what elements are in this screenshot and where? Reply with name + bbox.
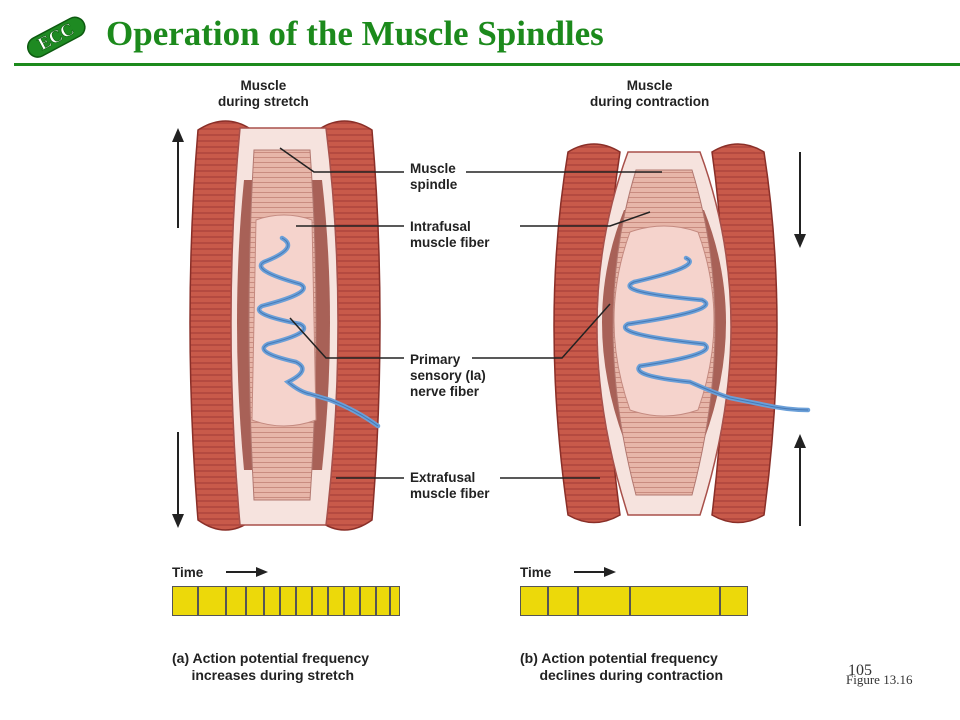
spike: [359, 587, 361, 615]
panel-b-title: Muscle during contraction: [590, 78, 710, 109]
spike: [197, 587, 199, 615]
spike: [389, 587, 391, 615]
spike: [577, 587, 579, 615]
caption-a: (a) Action potential frequency increases…: [172, 650, 370, 683]
page-title: Operation of the Muscle Spindles: [106, 14, 604, 53]
label-primary-sensory-fiber: Primary sensory (Ia) nerve fiber: [410, 352, 486, 399]
page-number: 105: [848, 662, 872, 679]
spike: [327, 587, 329, 615]
label-extrafusal-fiber: Extrafusal muscle fiber: [410, 470, 490, 501]
spike: [719, 587, 721, 615]
time-arrows: [226, 567, 616, 577]
action-potential-trace-a: [172, 586, 400, 616]
caption-b: (b) Action potential frequency declines …: [520, 650, 724, 683]
spike: [343, 587, 345, 615]
spike: [263, 587, 265, 615]
spike: [225, 587, 227, 615]
muscle-spindle-diagram: [172, 120, 811, 577]
spike: [311, 587, 313, 615]
spike: [245, 587, 247, 615]
action-potential-trace-b: [520, 586, 748, 616]
spike: [375, 587, 377, 615]
extrafusal-fiber-left-b: [553, 143, 621, 524]
leader-lines: [279, 147, 662, 479]
panel-a-title: Muscle during stretch: [218, 78, 309, 109]
label-intrafusal-fiber: Intrafusal muscle fiber: [410, 219, 490, 250]
time-label-a: Time: [172, 565, 204, 580]
panel-b-muscle: [553, 143, 811, 526]
spike: [295, 587, 297, 615]
time-label-b: Time: [520, 565, 552, 580]
spike: [279, 587, 281, 615]
spike: [629, 587, 631, 615]
ecc-logo: ECC: [26, 16, 86, 58]
figure-reference: Figure 13.16: [846, 672, 913, 687]
panel-a-muscle: [172, 120, 381, 531]
spike: [547, 587, 549, 615]
title-underline: [14, 63, 960, 66]
label-muscle-spindle: Muscle spindle: [410, 161, 458, 192]
